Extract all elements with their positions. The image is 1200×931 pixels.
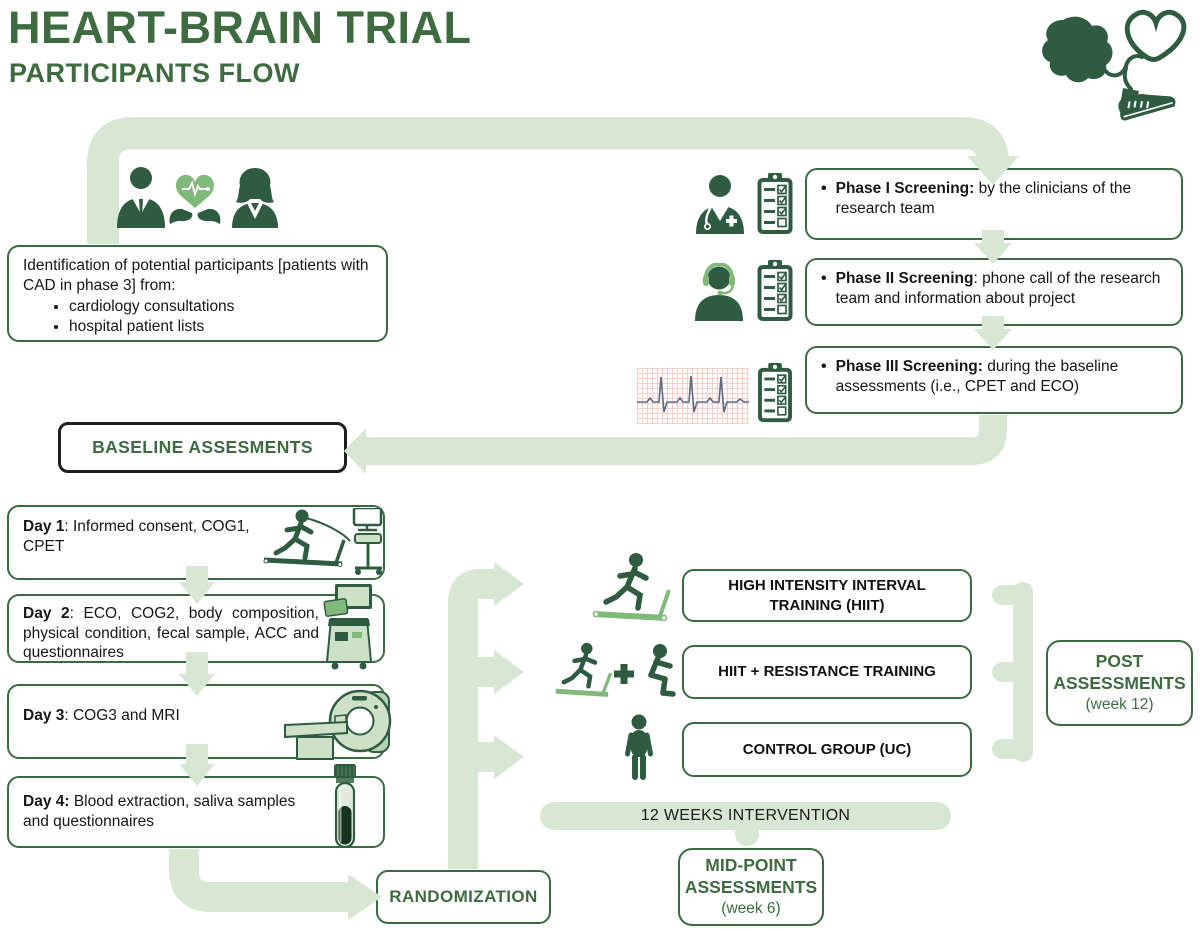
arrowhead-branch-3 — [494, 735, 524, 779]
randomization-label: RANDOMIZATION — [389, 887, 538, 906]
flow-day4-randomization-pipe — [169, 849, 348, 912]
ecg-strip-icon — [637, 368, 749, 424]
post-assessments-box: POST ASSESSMENTS (week 12) — [1046, 640, 1193, 726]
randomization-box: RANDOMIZATION — [376, 870, 551, 924]
page-title: HEART-BRAIN TRIAL — [8, 2, 472, 53]
arrowhead-branch-1 — [494, 562, 524, 606]
businessman-icon — [117, 167, 165, 228]
midpoint-assessments-box: MID-POINT ASSESSMENTS (week 6) — [678, 848, 824, 926]
hands-holding-heart-icon — [169, 174, 221, 224]
phone-operator-icon — [695, 263, 743, 321]
day-label: Day 1 — [23, 518, 65, 535]
day-text: : Informed consent, COG1, CPET — [23, 518, 250, 555]
checklist-clipboard-icon — [757, 260, 793, 321]
phase-label: Phase I Screening: — [835, 180, 975, 197]
midpoint-assessments-week: (week 6) — [721, 900, 781, 918]
day4-box: Day 4: Blood extraction, saliva samples … — [7, 776, 385, 848]
post-assessments-bracket — [992, 582, 1033, 762]
phase2-screening-box: Phase II Screening: phone call of the re… — [805, 258, 1183, 326]
day-text: : COG3 and MRI — [64, 707, 180, 724]
hiit-plus-resistance-icon — [555, 642, 676, 697]
hiit-resistance-box: HIIT + RESISTANCE TRAINING — [682, 645, 972, 699]
midpoint-assessments-label: ASSESSMENTS — [684, 877, 818, 898]
brain-heart-shoe-logo-icon — [1042, 9, 1187, 121]
day2-box: Day 2: ECO, COG2, body composition, phys… — [7, 594, 385, 663]
businesswoman-icon — [232, 168, 278, 228]
phase1-screening-box: Phase I Screening: by the clinicians of … — [805, 168, 1183, 240]
checklist-clipboard-icon — [757, 173, 793, 234]
arrowhead-branch-2 — [494, 650, 524, 694]
identification-box: Identification of potential participants… — [7, 245, 388, 342]
day-label: Day 3 — [23, 707, 65, 724]
baseline-assessments-label: BASELINE ASSESMENTS — [92, 437, 313, 457]
midpoint-assessments-label: MID-POINT — [705, 855, 797, 876]
phase3-screening-box: Phase III Screening: during the baseline… — [805, 346, 1183, 414]
hiit-resistance-label: HIIT + RESISTANCE TRAINING — [718, 663, 936, 681]
treadmill-runner-icon — [592, 553, 671, 622]
phase-text: during the baseline assessments (i.e., C… — [835, 358, 1119, 395]
checklist-clipboard-icon — [758, 362, 792, 423]
identification-bullet: hospital patient lists — [69, 317, 374, 337]
phase-label: Phase III Screening: — [835, 358, 983, 375]
phase-bullet — [819, 269, 836, 317]
day3-box: Day 3: COG3 and MRI — [7, 684, 385, 759]
arrowhead-into-baseline — [344, 428, 366, 474]
day-text: : ECO, COG2, body composition, physical … — [23, 605, 319, 662]
day-text: Blood extraction, saliva samples and que… — [23, 793, 296, 830]
intervention-duration-bar: 12 WEEKS INTERVENTION — [540, 802, 951, 830]
post-assessments-label: POST — [1095, 651, 1144, 672]
identification-text: Identification of potential participants… — [23, 257, 369, 294]
flow-randomization-trunk — [448, 569, 496, 869]
identification-bullet: cardiology consultations — [69, 297, 374, 317]
standing-person-icon — [625, 714, 653, 780]
baseline-assessments-box: BASELINE ASSESMENTS — [58, 422, 347, 473]
phase-text: : phone call of the research team and in… — [835, 270, 1161, 307]
control-group-label: CONTROL GROUP (UC) — [742, 740, 912, 758]
phase-label: Phase II Screening — [835, 270, 974, 287]
phase-bullet — [819, 357, 836, 405]
hiit-label: HIGH INTENSITY INTERVAL TRAINING (HIIT) — [728, 577, 926, 614]
page-subtitle: PARTICIPANTS FLOW — [9, 58, 300, 88]
hiit-box: HIGH INTENSITY INTERVAL TRAINING (HIIT) — [682, 569, 972, 622]
post-assessments-week: (week 12) — [1085, 696, 1154, 714]
post-assessments-label: ASSESSMENTS — [1053, 673, 1186, 694]
day-label: Day 4: — [23, 793, 70, 810]
doctor-icon — [696, 175, 744, 234]
control-group-box: CONTROL GROUP (UC) — [682, 722, 972, 777]
day-label: Day 2 — [23, 605, 70, 622]
phase-bullet — [819, 179, 836, 231]
intervention-duration-label: 12 WEEKS INTERVENTION — [640, 807, 851, 824]
day1-box: Day 1: Informed consent, COG1, CPET — [7, 505, 385, 580]
